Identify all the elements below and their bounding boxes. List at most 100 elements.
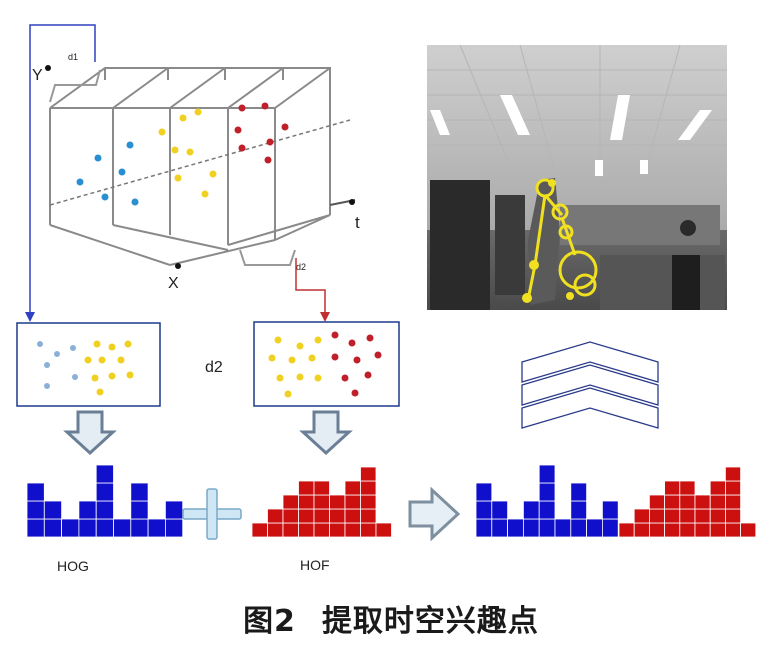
hog-bar-9-block-2 xyxy=(164,500,184,520)
connector-blue xyxy=(29,24,96,315)
down-arrow-middle xyxy=(299,410,353,456)
hog-histogram xyxy=(26,464,184,538)
combined-hog-bar-7-block-3 xyxy=(570,482,587,502)
hog-bar-7-block-1 xyxy=(130,518,149,538)
combined-hof-histogram xyxy=(618,466,757,538)
combined-hog-bar-5-block-4 xyxy=(538,464,556,484)
hog-bar-1-block-1 xyxy=(26,518,45,538)
hog-bar-7-block-3 xyxy=(130,482,149,502)
combined-hog-bar-2-block-1 xyxy=(491,518,508,538)
slice-label-d2-top: d2 xyxy=(296,262,306,272)
combined-hog-bar-4-block-2 xyxy=(523,500,540,520)
combined-hog-bar-5-block-1 xyxy=(538,518,556,538)
hof-bar-7-block-4 xyxy=(344,480,361,496)
combined-hof-bar-3-block-1 xyxy=(649,522,666,538)
hog-bar-5-block-3 xyxy=(95,482,114,502)
hof-bar-7-block-3 xyxy=(344,494,361,510)
hof-label: HOF xyxy=(300,557,330,573)
hog-bar-5-block-2 xyxy=(95,500,114,520)
combined-hof-bar-9-block-1 xyxy=(740,522,757,538)
hof-bar-3-block-3 xyxy=(282,494,299,510)
hof-box-points-yellow xyxy=(268,336,322,398)
hof-box-points-red xyxy=(331,331,382,397)
cube-points-blue xyxy=(76,141,139,206)
combined-hog-histogram xyxy=(475,464,619,538)
hog-bar-8-block-1 xyxy=(147,518,166,538)
hof-bar-8-block-1 xyxy=(360,522,377,538)
figure-number: 图2 xyxy=(243,604,296,639)
cube-points-red xyxy=(234,102,289,164)
combined-hog-bar-6-block-1 xyxy=(554,518,572,538)
combined-hog-bar-5-block-2 xyxy=(538,500,556,520)
hof-points-box xyxy=(253,321,400,407)
combined-hof-bar-8-block-4 xyxy=(725,480,742,496)
combined-hof-bar-7-block-2 xyxy=(709,508,726,524)
hog-bar-5-block-4 xyxy=(95,464,114,484)
hog-bar-2-block-2 xyxy=(43,500,62,520)
combined-hof-bar-4-block-3 xyxy=(664,494,681,510)
t-axis-dot xyxy=(349,199,355,205)
combined-hof-bar-6-block-3 xyxy=(694,494,711,510)
combined-hog-bar-4-block-1 xyxy=(523,518,540,538)
combined-hog-bar-9-block-1 xyxy=(602,518,619,538)
combined-hog-bar-5-block-3 xyxy=(538,482,556,502)
hog-label: HOG xyxy=(57,558,89,574)
combined-hof-bar-8-block-5 xyxy=(725,466,742,482)
hog-bar-5-block-1 xyxy=(95,518,114,538)
hog-bar-6-block-1 xyxy=(113,518,132,538)
combined-hog-bar-7-block-1 xyxy=(570,518,587,538)
hof-bar-5-block-2 xyxy=(313,508,330,524)
plus-icon xyxy=(182,488,242,540)
combined-hof-bar-3-block-2 xyxy=(649,508,666,524)
axis-x-label: X xyxy=(168,275,179,292)
hof-bar-8-block-4 xyxy=(360,480,377,496)
time-axis xyxy=(49,119,351,206)
combined-hof-bar-7-block-3 xyxy=(709,494,726,510)
combined-hog-bar-1-block-2 xyxy=(475,500,493,520)
hof-bar-4-block-3 xyxy=(298,494,315,510)
hof-bar-6-block-3 xyxy=(329,494,346,510)
hog-bar-4-block-2 xyxy=(78,500,97,520)
axis-y-label: Y xyxy=(32,67,43,84)
hof-bar-8-block-3 xyxy=(360,494,377,510)
hof-bar-3-block-1 xyxy=(282,522,299,538)
hof-bar-4-block-4 xyxy=(298,480,315,496)
hog-bar-1-block-3 xyxy=(26,482,45,502)
hof-bar-4-block-2 xyxy=(298,508,315,524)
connector-blue-arrowhead xyxy=(25,312,35,322)
spacetime-cube xyxy=(49,67,331,266)
hog-bar-2-block-1 xyxy=(43,518,62,538)
middle-d2-label: d2 xyxy=(205,359,223,376)
combined-hof-bar-6-block-1 xyxy=(694,522,711,538)
connector-red-arrowhead xyxy=(320,312,330,322)
hof-bar-5-block-1 xyxy=(313,522,330,538)
combined-hof-bar-2-block-2 xyxy=(633,508,650,524)
combined-hog-bar-1-block-1 xyxy=(475,518,493,538)
stacked-chevrons xyxy=(521,341,659,429)
combined-hof-bar-3-block-3 xyxy=(649,494,666,510)
hof-bar-2-block-1 xyxy=(267,522,284,538)
arrow-right-icon xyxy=(408,486,461,542)
combined-hog-bar-2-block-2 xyxy=(491,500,508,520)
hog-bar-7-block-2 xyxy=(130,500,149,520)
hof-bar-7-block-1 xyxy=(344,522,361,538)
hof-bar-2-block-2 xyxy=(267,508,284,524)
combined-hog-bar-7-block-2 xyxy=(570,500,587,520)
hof-bar-5-block-3 xyxy=(313,494,330,510)
y-axis-dot xyxy=(45,65,51,71)
combined-hof-bar-4-block-2 xyxy=(664,508,681,524)
hog-box-points-yellow xyxy=(84,340,134,396)
combined-hof-bar-8-block-1 xyxy=(725,522,742,538)
hof-bar-9-block-1 xyxy=(375,522,392,538)
hof-bar-6-block-1 xyxy=(329,522,346,538)
combined-hof-bar-8-block-3 xyxy=(725,494,742,510)
hog-bar-9-block-1 xyxy=(164,518,184,538)
combined-hof-bar-2-block-1 xyxy=(633,522,650,538)
hof-bar-5-block-4 xyxy=(313,480,330,496)
axis-t-label: t xyxy=(355,213,360,232)
hof-bar-4-block-1 xyxy=(298,522,315,538)
combined-hof-bar-4-block-4 xyxy=(664,480,681,496)
down-arrow-left xyxy=(63,410,117,456)
combined-hof-bar-8-block-2 xyxy=(725,508,742,524)
